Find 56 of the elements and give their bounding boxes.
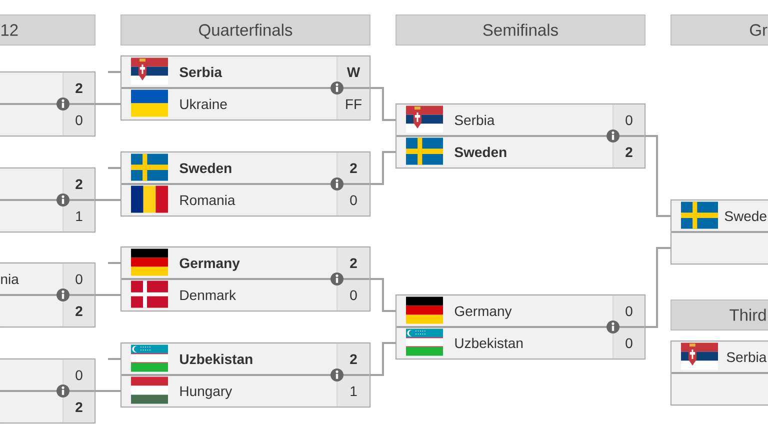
score: 0 <box>76 274 82 284</box>
team-name: Germany <box>454 306 512 319</box>
team-name: Serbia <box>180 66 222 78</box>
connector-line <box>370 151 396 185</box>
team-name: Serbia <box>454 114 495 126</box>
team-row <box>672 231 768 264</box>
score: 0 <box>350 290 357 300</box>
score: 2 <box>76 306 82 316</box>
team-name: Sweden <box>454 146 506 158</box>
score: 2 <box>76 83 82 93</box>
team-name: Germany <box>180 258 240 271</box>
score: 0 <box>626 115 632 126</box>
score: 1 <box>76 211 82 221</box>
score: FF <box>346 99 362 109</box>
team-name: Hungary <box>180 386 232 399</box>
connector-line <box>108 71 121 73</box>
score: 2 <box>350 354 357 364</box>
connector-line <box>370 278 396 312</box>
connector-line <box>95 390 121 392</box>
team-name: nia <box>1 274 19 284</box>
score: 0 <box>626 306 632 316</box>
score: 2 <box>76 179 82 189</box>
score: 0 <box>626 338 632 348</box>
connector-line <box>108 262 121 264</box>
team-name: Uzbekistan <box>180 354 252 364</box>
team-name: Serbia <box>726 352 767 362</box>
score: 2 <box>76 402 82 412</box>
connector-line <box>95 294 121 296</box>
score: 0 <box>350 195 357 206</box>
score: 1 <box>350 386 357 396</box>
round-header: Quarterfinals <box>120 14 370 46</box>
team-name: Swede <box>724 210 766 222</box>
connector-line <box>370 87 396 121</box>
score: 0 <box>76 370 82 380</box>
round-header: Semifinals <box>396 14 646 46</box>
team-row <box>672 372 768 404</box>
round-header: Gr <box>670 14 768 46</box>
team-name: Romania <box>180 194 236 206</box>
team-name: Uzbekistan <box>455 338 523 348</box>
connector-line <box>95 199 121 201</box>
connector-line <box>108 167 121 169</box>
score: W <box>346 67 360 77</box>
connector-line <box>108 358 121 360</box>
connector-line <box>645 135 671 217</box>
round-header: 12 <box>0 14 96 46</box>
round-header: Third <box>670 300 768 330</box>
score: 2 <box>626 147 632 157</box>
team-name: Ukraine <box>180 98 227 110</box>
score: 0 <box>76 115 82 126</box>
score: 2 <box>350 163 357 173</box>
team-name: Denmark <box>180 290 236 300</box>
team-name: Sweden <box>180 162 232 174</box>
score: 2 <box>350 258 357 268</box>
connector-line <box>645 247 671 328</box>
connector-line <box>370 342 396 376</box>
connector-line <box>95 103 121 105</box>
